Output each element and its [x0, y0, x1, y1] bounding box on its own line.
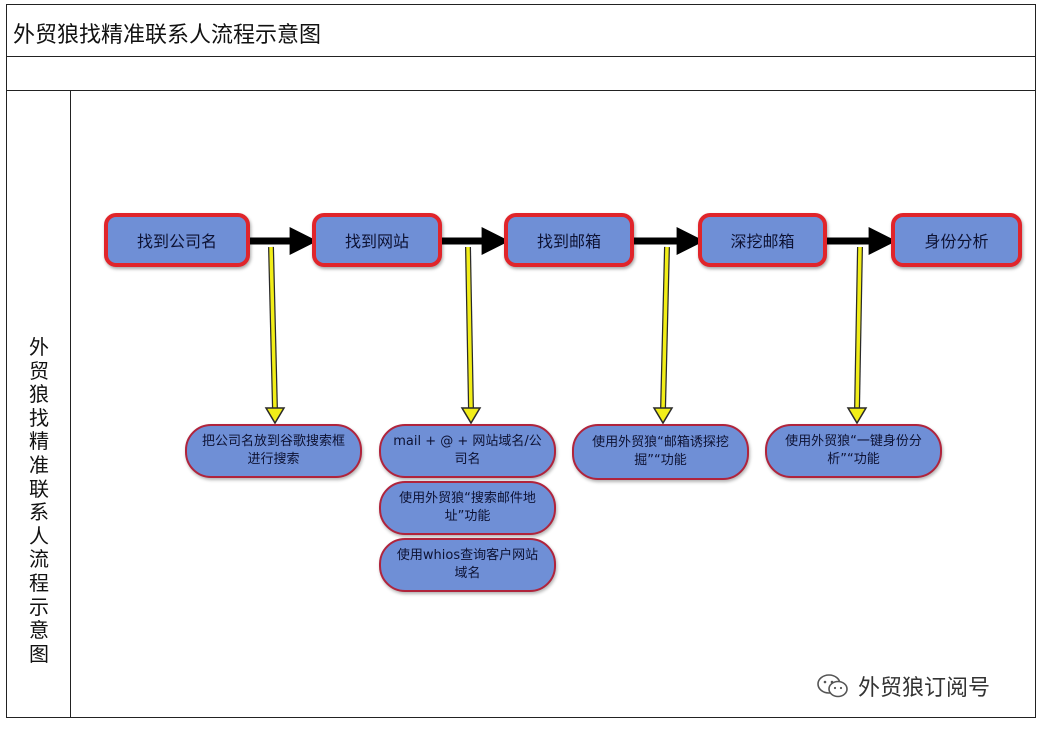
- wechat-icon: [817, 674, 848, 698]
- note-email-search[interactable]: 使用外贸狼“搜索邮件地址”功能: [379, 481, 556, 535]
- stage-identity-analysis[interactable]: 身份分析: [891, 213, 1022, 267]
- title-row: 外贸狼找精准联系人流程示意图: [6, 4, 1036, 57]
- stage-find-email[interactable]: 找到邮箱: [504, 213, 634, 267]
- stage-dig-email[interactable]: 深挖邮箱: [698, 213, 827, 267]
- blank-row: [6, 56, 1036, 91]
- page-title: 外贸狼找精准联系人流程示意图: [13, 23, 322, 48]
- side-column: 外贸狼找精准联系人流程示意图: [6, 90, 71, 718]
- watermark-text: 外贸狼订阅号: [858, 676, 991, 701]
- note-whois-lookup[interactable]: 使用whios查询客户网站域名: [379, 538, 556, 592]
- note-google-search[interactable]: 把公司名放到谷歌搜索框进行搜索: [185, 424, 362, 478]
- side-label: 外贸狼找精准联系人流程示意图: [29, 335, 49, 666]
- note-email-probe[interactable]: 使用外贸狼“邮箱诱探挖掘”“功能: [572, 424, 749, 480]
- stage-find-company[interactable]: 找到公司名: [104, 213, 250, 267]
- watermark: 外贸狼订阅号: [816, 670, 990, 702]
- note-mail-format[interactable]: mail + @ + 网站域名/公司名: [379, 424, 556, 478]
- note-identity-analysis[interactable]: 使用外贸狼“一键身份分析”“功能: [765, 424, 942, 478]
- stage-find-website[interactable]: 找到网站: [312, 213, 442, 267]
- diagram-frame: [6, 4, 1036, 718]
